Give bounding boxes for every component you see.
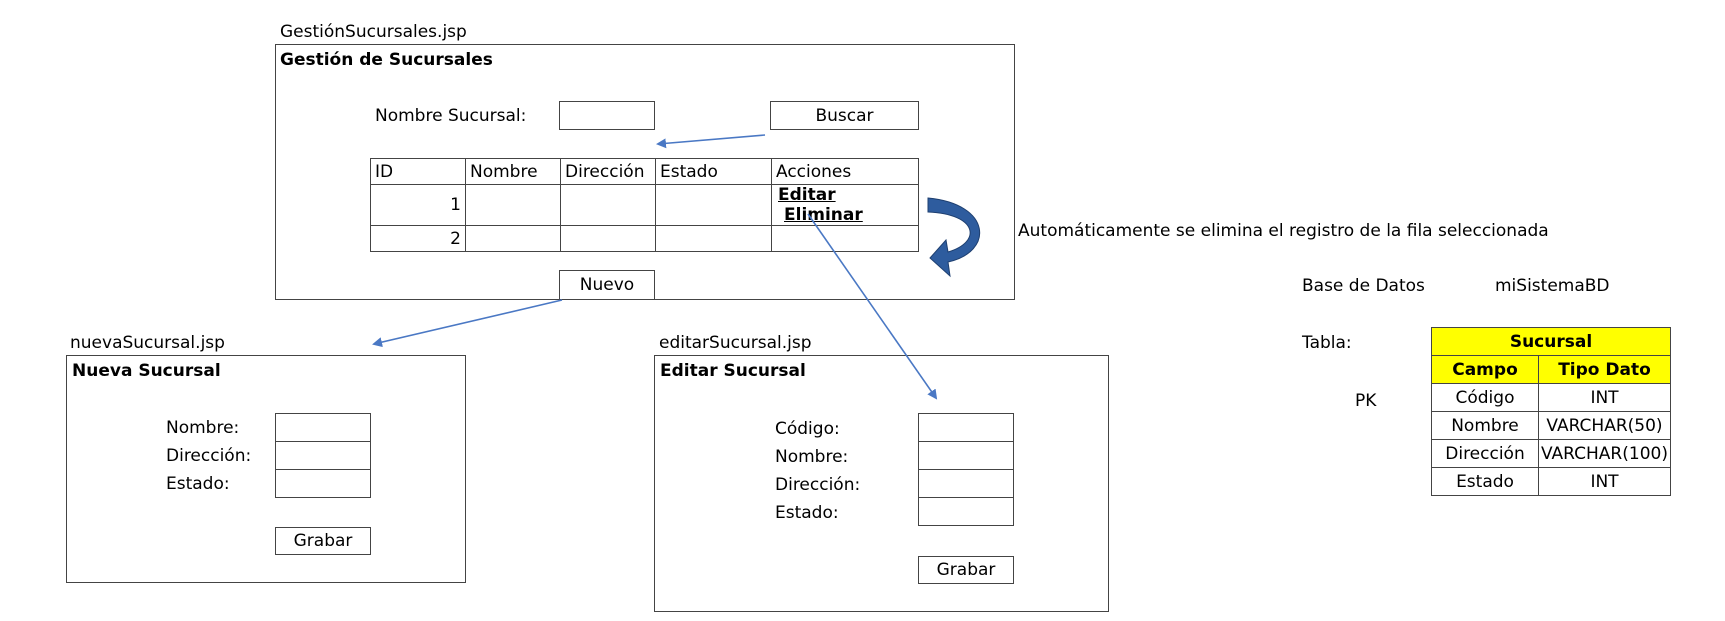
db-table-row: Nombre VARCHAR(50) (1431, 411, 1671, 440)
col-header-direccion: Dirección (560, 158, 656, 185)
db-table-title-row: Sucursal (1431, 327, 1671, 356)
db-header-tipo: Tipo Dato (1538, 355, 1671, 384)
delete-note: Automáticamente se elimina el registro d… (1018, 221, 1549, 241)
editar-estado-field[interactable] (918, 497, 1014, 526)
nueva-file-label: nuevaSucursal.jsp (70, 333, 225, 353)
nueva-direccion-field[interactable] (275, 441, 371, 470)
nueva-title: Nueva Sucursal (72, 361, 221, 381)
col-header-nombre: Nombre (465, 158, 561, 185)
search-label: Nombre Sucursal: (375, 106, 527, 126)
db-table-row: Dirección VARCHAR(100) (1431, 439, 1671, 468)
table-label: Tabla: (1302, 333, 1352, 353)
cell-nombre (465, 225, 561, 252)
nueva-window (66, 355, 466, 583)
db-table: Sucursal Campo Tipo Dato Código INT Nomb… (1431, 327, 1671, 496)
db-table-row: Código INT (1431, 383, 1671, 412)
search-input[interactable] (559, 101, 655, 130)
db-table-row: Estado INT (1431, 467, 1671, 496)
cell-nombre (465, 184, 561, 226)
edit-link[interactable]: Editar (778, 185, 836, 205)
nueva-save-button[interactable]: Grabar (275, 527, 371, 555)
table-row[interactable]: 2 (370, 225, 919, 252)
pk-label: PK (1355, 391, 1377, 411)
cell-estado (655, 225, 772, 252)
cell-estado (655, 184, 772, 226)
new-to-nueva-arrow (372, 299, 563, 348)
table-row[interactable]: 1 Editar Eliminar (370, 184, 919, 226)
db-name: miSistemaBD (1495, 276, 1610, 296)
db-tipo: VARCHAR(50) (1538, 411, 1671, 440)
editar-nombre-field[interactable] (918, 441, 1014, 470)
db-tipo: INT (1538, 383, 1671, 412)
sucursales-table: ID Nombre Dirección Estado Acciones 1 Ed… (370, 158, 919, 252)
col-header-acciones: Acciones (771, 158, 919, 185)
cell-direccion (560, 184, 656, 226)
nueva-nombre-field[interactable] (275, 413, 371, 442)
nueva-label-nombre: Nombre: (166, 418, 240, 438)
nueva-estado-field[interactable] (275, 469, 371, 498)
cell-id: 2 (370, 225, 466, 252)
editar-direccion-field[interactable] (918, 469, 1014, 498)
cell-id: 1 (370, 184, 466, 226)
gestion-file-label: GestiónSucursales.jsp (280, 22, 467, 42)
editar-codigo-field[interactable] (918, 413, 1014, 442)
db-tipo: VARCHAR(100) (1538, 439, 1671, 468)
delete-link[interactable]: Eliminar (784, 205, 863, 225)
nueva-label-direccion: Dirección: (166, 446, 252, 466)
cell-direccion (560, 225, 656, 252)
search-button[interactable]: Buscar (770, 101, 919, 130)
editar-save-button[interactable]: Grabar (918, 556, 1014, 584)
editar-window (654, 355, 1109, 612)
gestion-title: Gestión de Sucursales (280, 50, 493, 70)
editar-label-nombre: Nombre: (775, 447, 849, 467)
new-button[interactable]: Nuevo (559, 270, 655, 300)
editar-label-direccion: Dirección: (775, 475, 861, 495)
table-header-row: ID Nombre Dirección Estado Acciones (370, 158, 919, 185)
db-table-header-row: Campo Tipo Dato (1431, 355, 1671, 384)
editar-label-codigo: Código: (775, 419, 840, 439)
cell-acciones: Editar Eliminar (771, 184, 919, 226)
db-campo: Dirección (1431, 439, 1539, 468)
db-campo: Nombre (1431, 411, 1539, 440)
editar-title: Editar Sucursal (660, 361, 806, 381)
db-header-campo: Campo (1431, 355, 1539, 384)
db-tipo: INT (1538, 467, 1671, 496)
db-campo: Código (1431, 383, 1539, 412)
db-table-name: Sucursal (1431, 327, 1671, 356)
col-header-id: ID (370, 158, 466, 185)
col-header-estado: Estado (655, 158, 772, 185)
cell-acciones (771, 225, 919, 252)
editar-label-estado: Estado: (775, 503, 839, 523)
editar-file-label: editarSucursal.jsp (659, 333, 812, 353)
db-campo: Estado (1431, 467, 1539, 496)
db-label: Base de Datos (1302, 276, 1425, 296)
nueva-label-estado: Estado: (166, 474, 230, 494)
